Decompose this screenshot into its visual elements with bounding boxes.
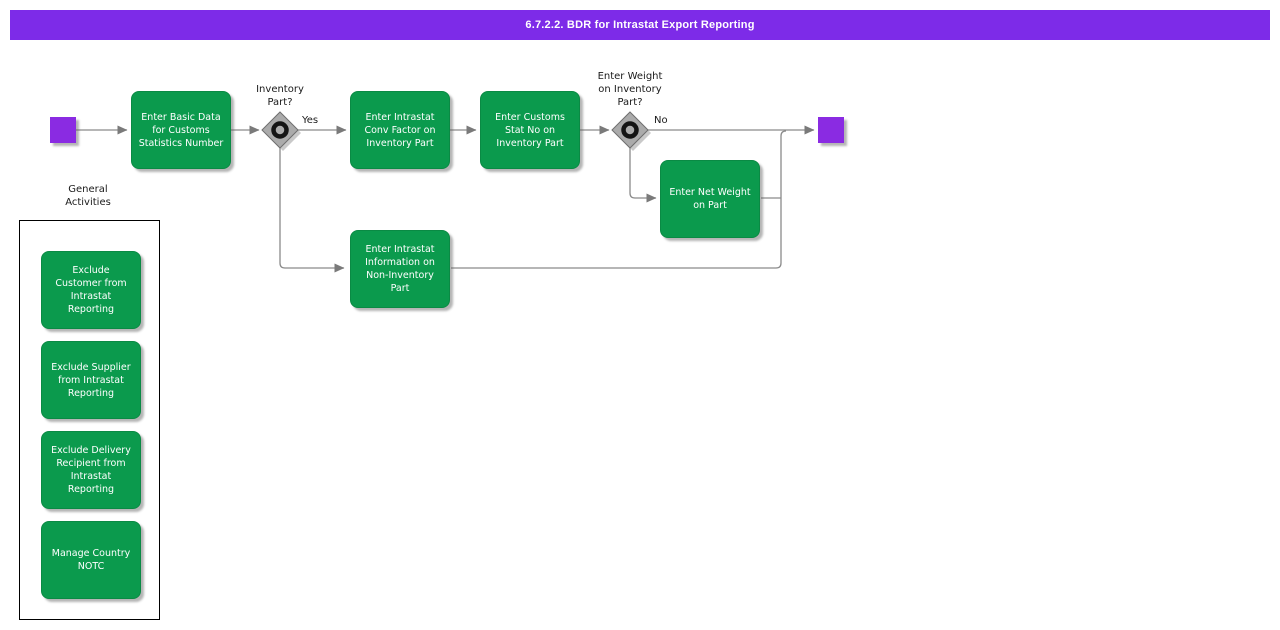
- gateway2-no-label: No: [654, 115, 668, 126]
- activity-exclude-customer[interactable]: Exclude Customer from Intrastat Reportin…: [41, 251, 141, 329]
- start-event: [50, 117, 76, 143]
- activity-enter-net-weight[interactable]: Enter Net Weight on Part: [660, 160, 760, 238]
- gateway1-yes-label: Yes: [302, 115, 319, 126]
- activity-enter-customs-stat-no[interactable]: Enter Customs Stat No on Inventory Part: [480, 91, 580, 169]
- page-title: 6.7.2.2. BDR for Intrastat Export Report…: [525, 19, 755, 31]
- activity-enter-intrastat-info-non-inventory[interactable]: Enter Intrastat Information on Non-Inven…: [350, 230, 450, 308]
- activity-enter-intrastat-conv-factor[interactable]: Enter Intrastat Conv Factor on Inventory…: [350, 91, 450, 169]
- diagram-title-bar: 6.7.2.2. BDR for Intrastat Export Report…: [10, 10, 1270, 40]
- gateway-ring-icon: [621, 121, 639, 139]
- connector-non-inventory-to-merge: [451, 130, 787, 269]
- activity-exclude-delivery-recipient[interactable]: Exclude Delivery Recipient from Intrasta…: [41, 431, 141, 509]
- gateway-enter-weight: [611, 111, 651, 151]
- gateway-diamond: [261, 111, 299, 149]
- gateway-diamond: [611, 111, 649, 149]
- activity-manage-country-notc[interactable]: Manage Country NOTC: [41, 521, 141, 599]
- gateway2-question-label: Enter Weight on Inventory Part?: [597, 71, 663, 108]
- gateway1-question-label: Inventory Part?: [256, 84, 304, 108]
- gateway-ring-icon: [271, 121, 289, 139]
- connector-gateway2-to-net-weight: [629, 148, 657, 203]
- general-activities-container: Exclude Customer from Intrastat Reportin…: [19, 220, 160, 620]
- general-activities-label: General Activities: [65, 184, 111, 208]
- activity-enter-basic-data[interactable]: Enter Basic Data for Customs Statistics …: [131, 91, 231, 169]
- end-event: [818, 117, 844, 143]
- gateway-inventory-part: [261, 111, 301, 151]
- connectors: [76, 125, 815, 273]
- connector-gateway1-to-non-inventory: [279, 148, 345, 273]
- activity-exclude-supplier[interactable]: Exclude Supplier from Intrastat Reportin…: [41, 341, 141, 419]
